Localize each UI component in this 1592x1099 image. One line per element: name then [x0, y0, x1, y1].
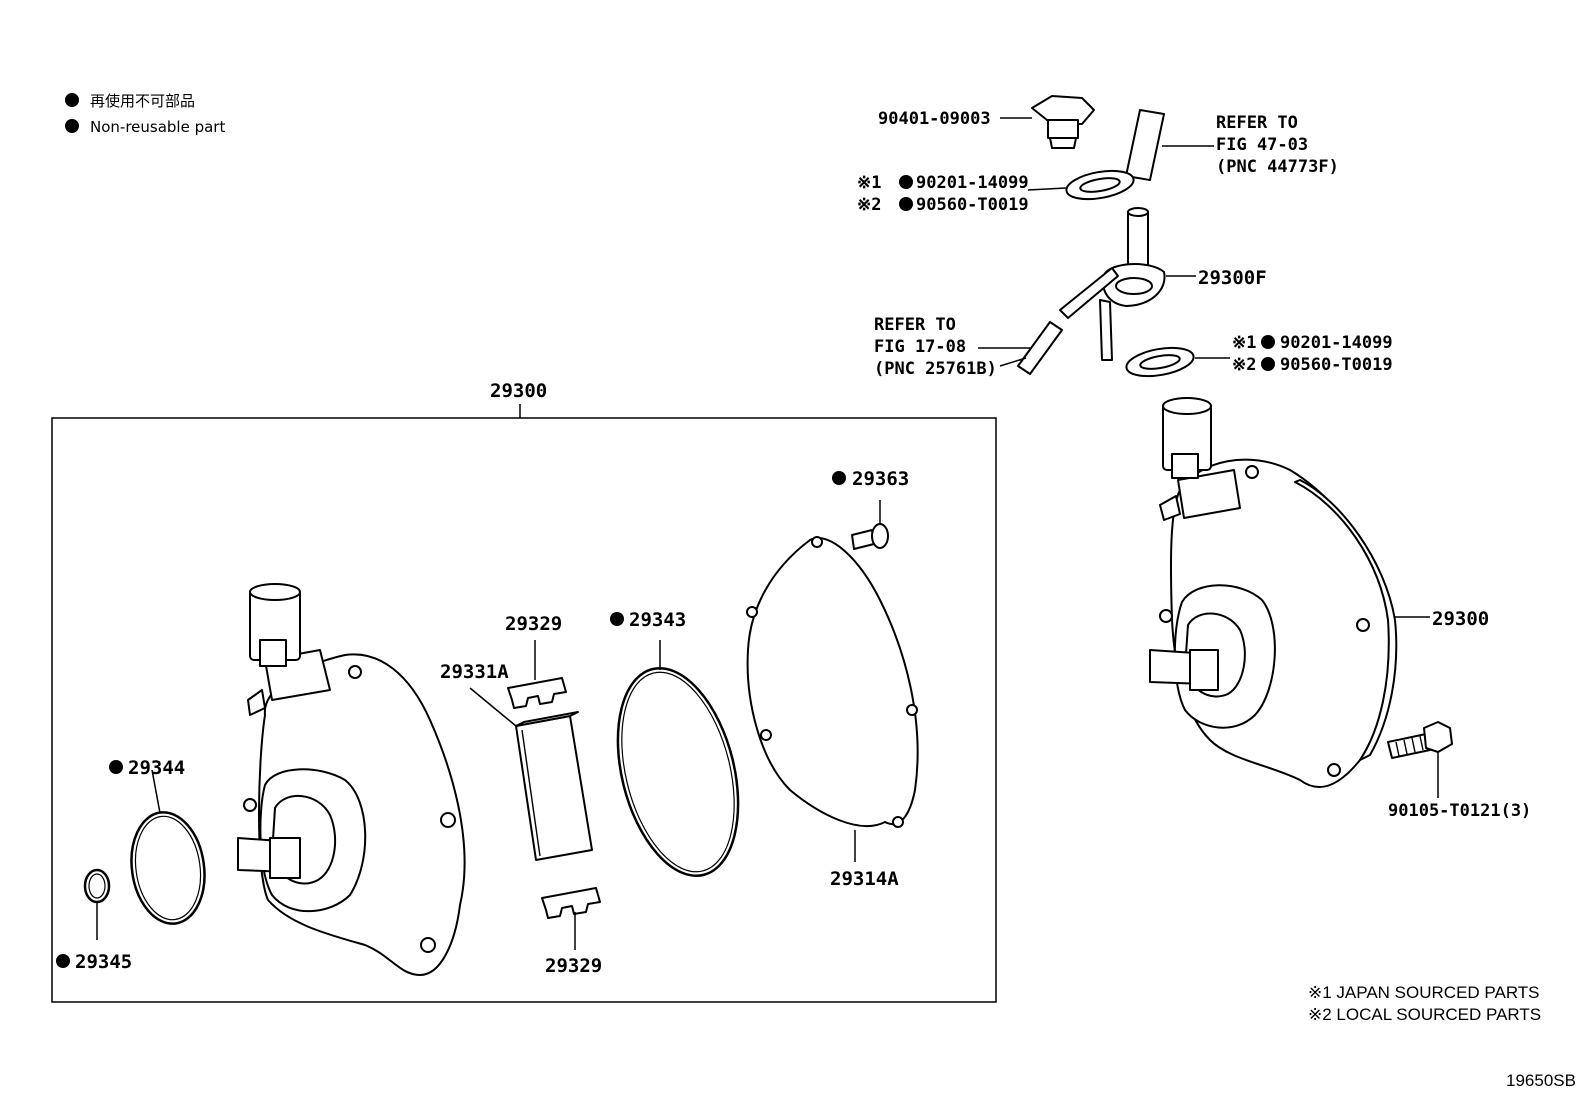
label-29300F: 29300F [1198, 267, 1267, 289]
refer-47-line1: REFER TO [1216, 113, 1298, 133]
non-reusable-dot-icon [1261, 335, 1275, 349]
label-washer-upper-local: 90560-T0019 [916, 195, 1029, 215]
washer-lower-mark-2: ※2 [1232, 355, 1256, 375]
vane-29331A [515, 711, 593, 861]
refer-17-line2: FIG 17-08 [874, 337, 966, 357]
union-29300F [1059, 207, 1166, 361]
non-reusable-dot-icon [56, 954, 70, 968]
non-reusable-dot-icon [899, 175, 913, 189]
label-washer-lower-jp: 90201-14099 [1280, 333, 1393, 353]
pump-housing [237, 583, 466, 976]
figure-code: 19650SB [1506, 1071, 1576, 1090]
hose-fig17 [1017, 321, 1063, 375]
label-washer-lower-local: 90560-T0019 [1280, 355, 1393, 375]
label-90105-T0121: 90105-T0121(3) [1388, 801, 1531, 821]
note-local-sourced: ※2 LOCAL SOURCED PARTS [1308, 1005, 1541, 1024]
legend-jp: 再使用不可部品 [90, 92, 195, 110]
cover-plate-29314A [746, 536, 919, 828]
refer-17-line1: REFER TO [874, 315, 956, 335]
bolt-29363 [851, 523, 889, 550]
vane-tip-29329-top [507, 677, 567, 709]
bolt-90105-T0121 [1387, 721, 1453, 759]
label-29363: 29363 [852, 468, 909, 490]
label-29344: 29344 [128, 757, 185, 779]
washer-lower-mark-1: ※1 [1232, 333, 1256, 353]
non-reusable-dot-icon [610, 612, 624, 626]
label-90401-09003: 90401-09003 [878, 109, 991, 129]
label-29329-bottom: 29329 [545, 955, 602, 977]
label-29331A: 29331A [440, 661, 509, 683]
refer-47-line2: FIG 47-03 [1216, 135, 1308, 155]
label-29300-right: 29300 [1432, 608, 1489, 630]
plug-90401-09003 [1031, 95, 1095, 149]
label-29343: 29343 [629, 609, 686, 631]
hose-fig47 [1125, 109, 1165, 181]
note-japan-sourced: ※1 JAPAN SOURCED PARTS [1308, 983, 1540, 1002]
vane-tip-29329-bottom [541, 887, 601, 919]
label-29345: 29345 [75, 951, 132, 973]
assembly-frame [51, 417, 997, 1003]
non-reusable-dot-icon [65, 119, 79, 133]
non-reusable-dot-icon [109, 760, 123, 774]
washer-upper-mark-1: ※1 [857, 173, 881, 193]
label-29300-box: 29300 [490, 380, 547, 402]
non-reusable-dot-icon [899, 197, 913, 211]
label-29329-top: 29329 [505, 613, 562, 635]
non-reusable-dot-icon [832, 471, 846, 485]
legend-en: Non-reusable part [90, 118, 225, 136]
o-ring-29344 [130, 811, 206, 925]
o-ring-29343 [616, 667, 740, 877]
refer-17-line3: (PNC 25761B) [874, 359, 997, 379]
refer-47-line3: (PNC 44773F) [1216, 157, 1339, 177]
legend: 再使用不可部品 Non-reusable part [65, 92, 225, 136]
label-29314A: 29314A [830, 868, 899, 890]
non-reusable-dot-icon [65, 93, 79, 107]
label-washer-upper-jp: 90201-14099 [916, 173, 1029, 193]
non-reusable-dot-icon [1261, 357, 1275, 371]
washer-upper-mark-2: ※2 [857, 195, 881, 215]
pump-assembly-right [1149, 397, 1398, 789]
